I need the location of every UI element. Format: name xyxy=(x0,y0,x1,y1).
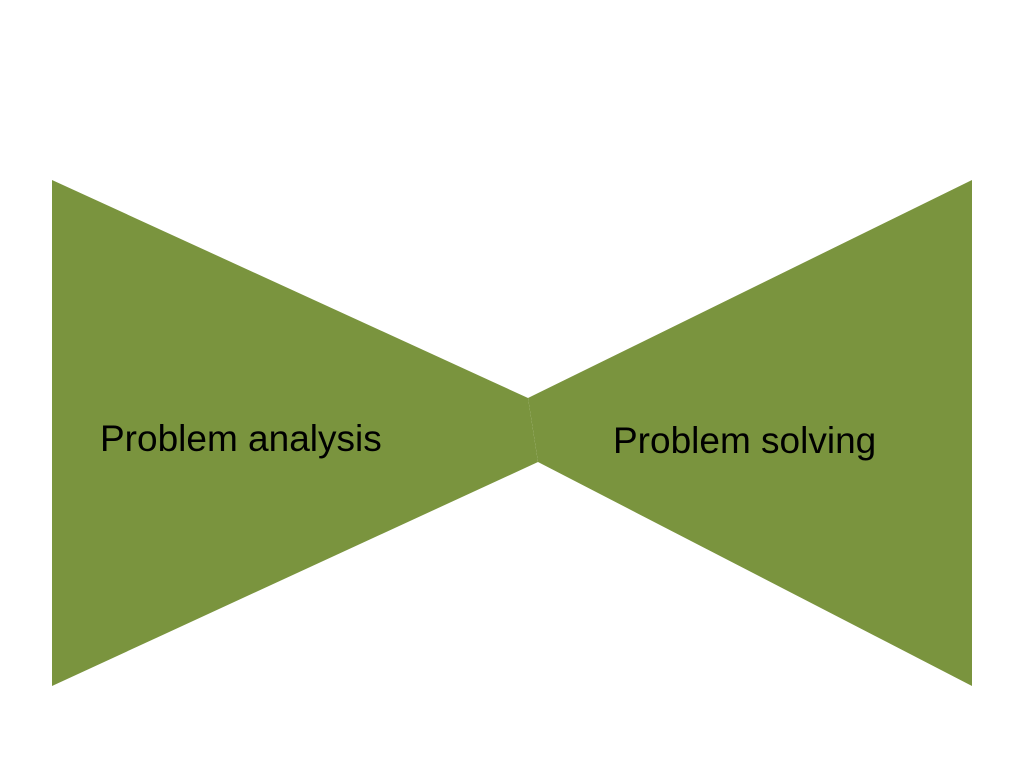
problem-analysis-label: Problem analysis xyxy=(100,418,382,459)
left-triangle xyxy=(52,180,538,686)
right-triangle xyxy=(528,180,972,686)
problem-solving-label: Problem solving xyxy=(613,420,877,461)
